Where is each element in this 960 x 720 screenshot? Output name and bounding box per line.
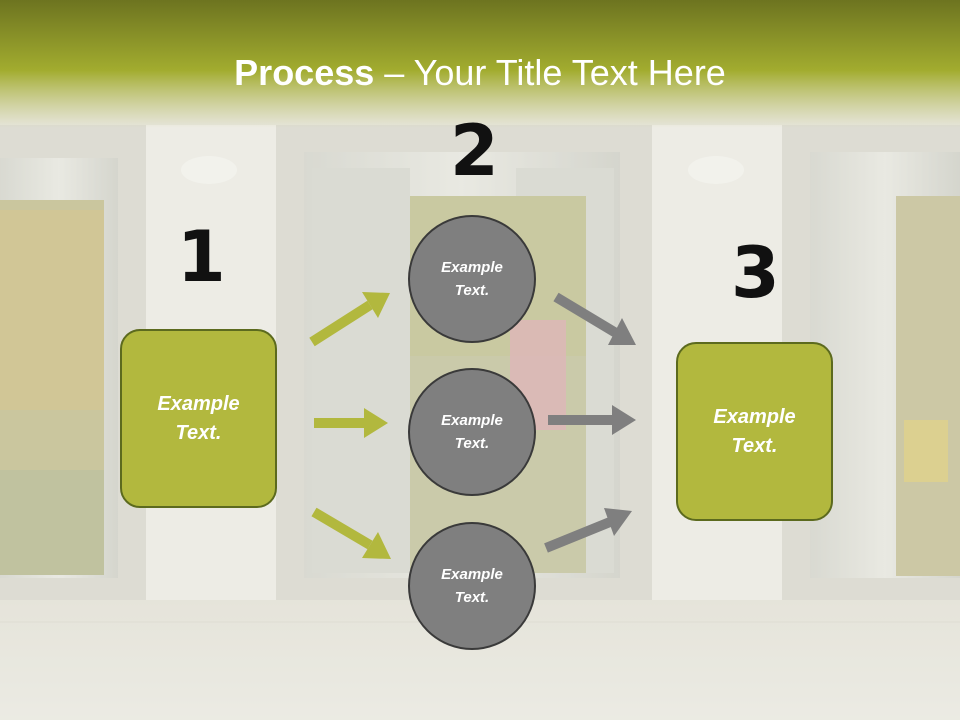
arrow-1-to-circle-middle [314, 408, 388, 438]
step-number-2: 2 [450, 110, 499, 192]
title-rest: – Your Title Text Here [374, 52, 726, 93]
circle-top: Example Text. [408, 215, 536, 343]
arrow-circle-bottom-to-3 [544, 508, 632, 553]
slide-title: Process – Your Title Text Here [0, 52, 960, 94]
arrow-1-to-circle-top [309, 292, 390, 347]
arrow-1-to-circle-bottom [311, 507, 391, 559]
step-3-box: Example Text. [676, 342, 833, 521]
arrow-circle-top-to-3 [553, 292, 636, 345]
title-bold: Process [234, 52, 375, 93]
circle-bottom: Example Text. [408, 522, 536, 650]
step-1-box: Example Text. [120, 329, 277, 508]
step-number-3: 3 [731, 232, 780, 314]
arrow-circle-middle-to-3 [548, 405, 636, 435]
step-number-1: 1 [177, 216, 226, 298]
circle-middle: Example Text. [408, 368, 536, 496]
